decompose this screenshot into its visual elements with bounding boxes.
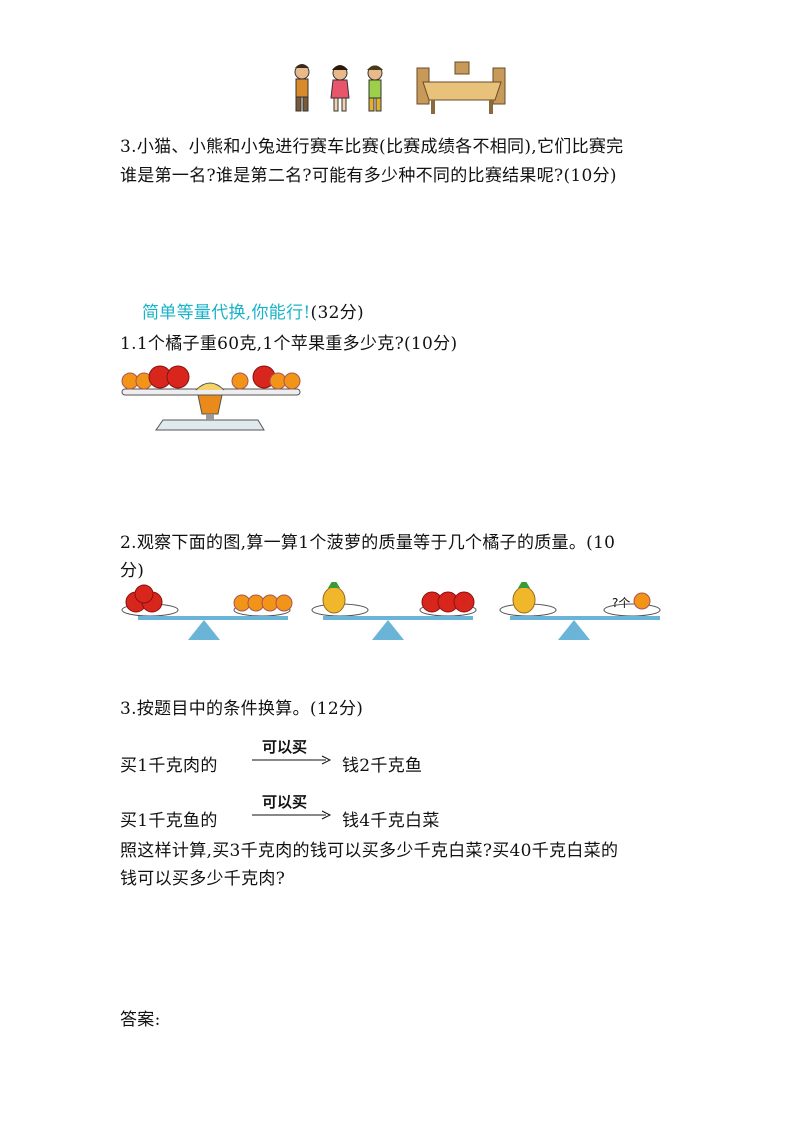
kid-figure [294, 64, 310, 112]
seesaw-2 [311, 582, 477, 640]
section-score: (32分) [310, 303, 364, 323]
unknown-count-label: ?个 [612, 596, 630, 610]
conversion-row-2-left: 买1千克鱼的 [120, 811, 218, 831]
right-pan-fruit [231, 365, 301, 390]
arrow-right-icon [252, 810, 332, 820]
answer-label: 答案: [120, 1010, 161, 1030]
question-1-text: 1.1个橘子重60克,1个苹果重多少克?(10分) [120, 334, 458, 354]
seesaw-1 [121, 584, 293, 640]
balance-scale-illustration [121, 365, 301, 431]
kid-figure [367, 65, 383, 112]
conversion-row-1-arrow-label: 可以买 [262, 738, 308, 756]
left-pan-fruit [121, 365, 190, 390]
conversion-row-2-arrow-label: 可以买 [262, 793, 308, 811]
question-3-title: 3.按题目中的条件换算。(12分) [120, 699, 364, 719]
seesaw-illustrations: ?个 [121, 582, 661, 640]
seesaw-3: ?个 [499, 582, 661, 640]
question-2-line-1: 2.观察下面的图,算一算1个菠萝的质量等于几个橘子的质量。(10 [120, 533, 616, 553]
conversion-row-1-left: 买1千克肉的 [120, 756, 218, 776]
question-3-line-3: 照这样计算,买3千克肉的钱可以买多少千克白菜?买40千克白菜的 [120, 841, 619, 861]
arrow-right-icon [252, 755, 332, 765]
kid-figure [330, 65, 350, 112]
question-2-line-2: 分) [120, 561, 145, 581]
question-3-line-1: 3.小猫、小熊和小兔进行赛车比赛(比赛成绩各不相同),它们比赛完 [120, 137, 624, 157]
section-heading: 简单等量代换,你能行!(32分) [142, 298, 364, 323]
conversion-row-1-right: 钱2千克鱼 [342, 756, 423, 776]
question-3-line-4: 钱可以买多少千克肉? [120, 869, 286, 889]
section-title: 简单等量代换,你能行! [142, 303, 311, 323]
conversion-row-2-right: 钱4千克白菜 [342, 811, 440, 831]
question-3-line-2: 谁是第一名?谁是第二名?可能有多少种不同的比赛结果呢?(10分) [120, 166, 617, 186]
kids-and-table-illustration [294, 61, 506, 114]
table-with-chairs [416, 61, 506, 114]
